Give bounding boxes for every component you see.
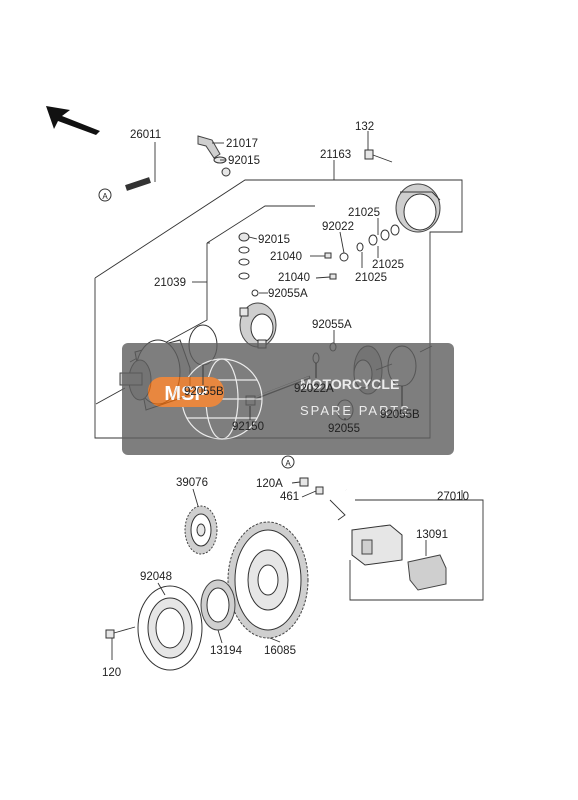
callout-92015-mid: 92015 <box>258 234 290 246</box>
callout-26011: 26011 <box>130 129 161 141</box>
callout-21040-top: 21040 <box>270 251 302 263</box>
callout-92015-top: 92015 <box>228 155 260 167</box>
callout-13091: 13091 <box>416 529 448 541</box>
callout-132: 132 <box>355 121 374 133</box>
starter-relay <box>351 524 403 566</box>
callout-92022A: 92022A <box>294 383 334 395</box>
callout-21025-bottom: 21025 <box>355 272 387 284</box>
brush-set <box>324 252 337 280</box>
watermark-logo: MSP <box>164 383 207 405</box>
idle-gear <box>184 505 218 555</box>
watermark-line1: MOTORCYCLE <box>300 376 399 392</box>
callout-13194: 13194 <box>210 645 243 657</box>
callout-92022: 92022 <box>322 221 354 233</box>
callout-120A: 120A <box>256 478 283 490</box>
leader-lines <box>111 131 463 660</box>
callout-92055: 92055 <box>328 423 360 435</box>
bolt-132 <box>364 149 393 163</box>
relay-cable <box>290 460 347 521</box>
starter-end-cover <box>395 183 441 233</box>
callout-92055A-right: 92055A <box>312 319 352 331</box>
callout-21040-bottom: 21040 <box>278 272 310 284</box>
callout-21017: 21017 <box>226 138 258 150</box>
ref-mark-a-top: A <box>98 188 112 202</box>
callout-92055A-left: 92055A <box>268 288 308 300</box>
callout-92055B-right: 92055B <box>380 409 420 421</box>
callout-92150: 92150 <box>232 421 264 433</box>
brush-holder <box>239 302 277 349</box>
callout-labels: 26011 21017 92015 132 21163 21025 92022 … <box>102 121 469 679</box>
battery-cable <box>104 160 231 196</box>
callout-120: 120 <box>102 667 121 679</box>
callout-27010: 27010 <box>437 491 469 503</box>
callout-92048: 92048 <box>140 571 172 583</box>
callout-21039: 21039 <box>154 277 186 289</box>
front-direction-arrow <box>46 106 100 135</box>
relay-cover <box>407 554 447 591</box>
callout-16085: 16085 <box>264 645 296 657</box>
bolt-120 <box>105 626 136 639</box>
callout-21025-mid: 21025 <box>372 259 404 271</box>
watermark: MSP MOTORCYCLE SPARE PARTS <box>122 343 454 455</box>
ref-mark-a-bottom: A <box>281 455 295 469</box>
one-way-clutch <box>200 579 236 631</box>
callout-21163: 21163 <box>320 149 351 161</box>
starter-clutch-gear <box>227 521 309 639</box>
callout-39076: 39076 <box>176 477 208 489</box>
callout-92055B-left: 92055B <box>184 386 224 398</box>
svg-text:A: A <box>285 459 291 468</box>
callout-21025-top: 21025 <box>348 207 380 219</box>
watermark-line2: SPARE PARTS <box>300 403 411 418</box>
washer-stack <box>238 224 400 297</box>
relay-group-outline <box>349 499 484 601</box>
svg-text:A: A <box>102 192 108 201</box>
callout-461: 461 <box>280 491 299 503</box>
clutch-holder-plate <box>137 585 203 671</box>
terminal-cap <box>197 135 227 164</box>
